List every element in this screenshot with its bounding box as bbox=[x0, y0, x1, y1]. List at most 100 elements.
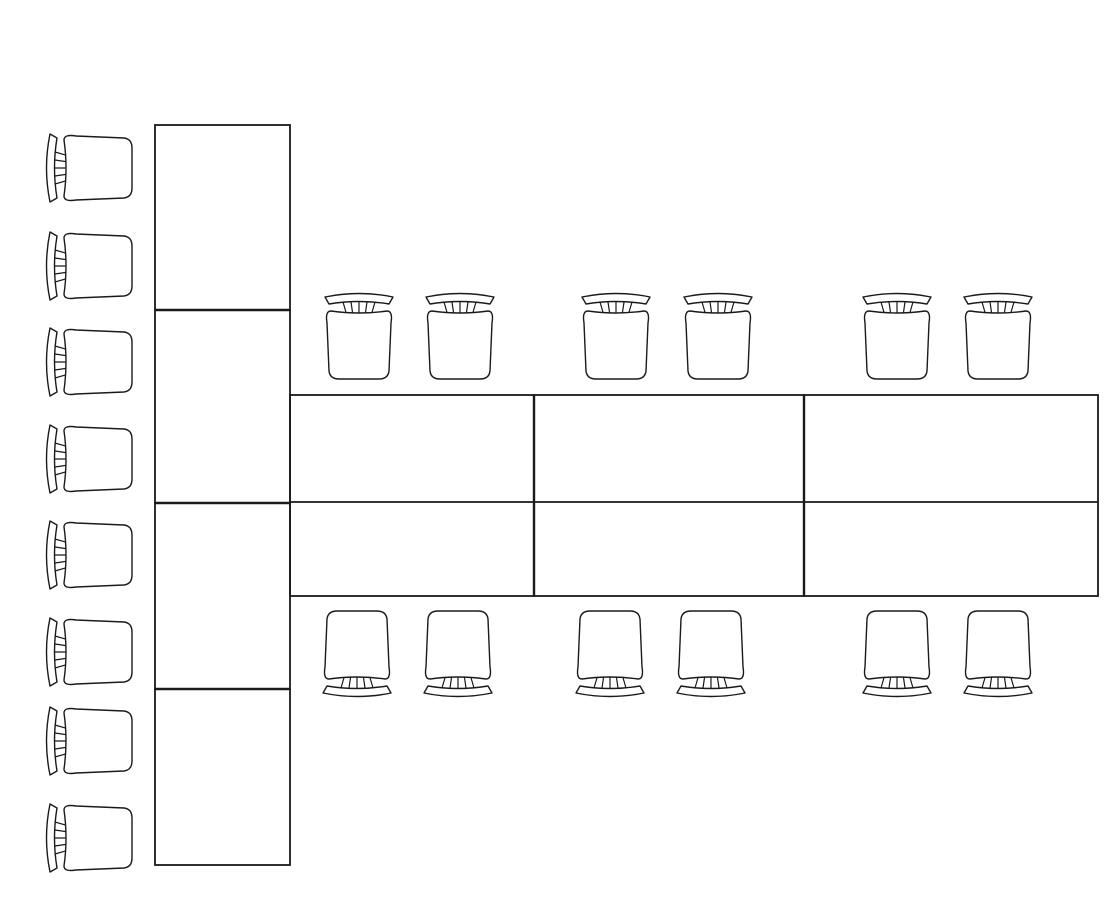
chair-icon-part bbox=[593, 676, 598, 689]
chair-icon-part bbox=[709, 301, 713, 314]
chair-icon-part bbox=[54, 271, 67, 275]
chair-icon-part bbox=[888, 676, 892, 689]
chair-icon-part bbox=[54, 450, 67, 454]
chair-icon-part bbox=[615, 676, 619, 689]
chair-bottom-6 bbox=[963, 610, 1033, 698]
chair-icon-part bbox=[1010, 676, 1015, 689]
chair-icon-part bbox=[443, 301, 448, 314]
chair-icon-part bbox=[54, 732, 67, 736]
table-left-3 bbox=[154, 502, 291, 690]
chair-icon-part bbox=[909, 676, 914, 689]
chair-icon-part bbox=[54, 442, 67, 447]
chair-icon-part bbox=[694, 676, 699, 689]
chair-icon-part bbox=[54, 374, 67, 379]
chair-icon-part bbox=[54, 278, 67, 283]
chair-icon-part bbox=[54, 180, 67, 185]
chair-left-2 bbox=[45, 231, 133, 301]
chair-icon-part bbox=[54, 843, 67, 847]
chair-top-5 bbox=[862, 292, 932, 380]
chair-icon-part bbox=[54, 471, 67, 476]
chair-icon-part bbox=[730, 301, 735, 314]
chair-bottom-1 bbox=[322, 610, 392, 698]
chair-icon-part bbox=[863, 310, 931, 380]
chair-icon-part bbox=[54, 345, 67, 350]
table-left-4 bbox=[154, 688, 291, 866]
chair-icon-part bbox=[701, 301, 706, 314]
chair-left-5 bbox=[45, 520, 133, 590]
chair-icon-part bbox=[1010, 301, 1015, 314]
table-left-1 bbox=[154, 124, 291, 311]
chair-icon-part bbox=[1003, 301, 1007, 314]
chair-icon-part bbox=[1003, 676, 1007, 689]
chair-icon-part bbox=[54, 635, 67, 640]
chair-icon-part bbox=[426, 310, 494, 380]
chair-left-8 bbox=[45, 803, 133, 873]
chair-bottom-3 bbox=[575, 610, 645, 698]
chair-left-3 bbox=[45, 327, 133, 397]
chair-icon-part bbox=[888, 301, 892, 314]
chair-icon-part bbox=[628, 301, 633, 314]
chair-icon-part bbox=[684, 310, 752, 380]
chair-top-3 bbox=[581, 292, 651, 380]
chair-icon-part bbox=[451, 301, 455, 314]
chair-icon-part bbox=[622, 676, 627, 689]
chair-icon-part bbox=[909, 301, 914, 314]
chair-icon-part bbox=[54, 538, 67, 543]
chair-icon-part bbox=[342, 301, 347, 314]
chair-icon-part bbox=[989, 676, 993, 689]
chair-icon-part bbox=[54, 821, 67, 826]
chair-bottom-2 bbox=[423, 610, 493, 698]
chair-icon-part bbox=[54, 657, 67, 661]
chair-icon-part bbox=[54, 829, 67, 833]
chair-icon-part bbox=[582, 310, 650, 380]
chair-icon-part bbox=[677, 610, 745, 680]
chair-icon-part bbox=[364, 301, 368, 314]
chair-icon-part bbox=[63, 425, 133, 493]
chair-left-6 bbox=[45, 617, 133, 687]
chair-left-4 bbox=[45, 424, 133, 494]
chair-icon-part bbox=[465, 301, 469, 314]
chair-top-1 bbox=[324, 292, 394, 380]
table-main-1 bbox=[289, 394, 535, 597]
chair-icon-part bbox=[964, 610, 1032, 680]
chair-icon-part bbox=[63, 804, 133, 872]
chair-icon-part bbox=[981, 301, 986, 314]
chair-icon-part bbox=[54, 353, 67, 357]
chair-icon-part bbox=[63, 232, 133, 300]
chair-icon-part bbox=[472, 301, 477, 314]
chair-icon-part bbox=[607, 301, 611, 314]
table-main-3 bbox=[803, 394, 1099, 597]
chair-icon-part bbox=[54, 567, 67, 572]
chair-icon-part bbox=[350, 301, 354, 314]
chair-top-6 bbox=[963, 292, 1033, 380]
chair-icon-part bbox=[702, 676, 706, 689]
chair-icon-part bbox=[424, 610, 492, 680]
chair-icon-part bbox=[54, 173, 67, 177]
chair-icon-part bbox=[981, 676, 986, 689]
chair-icon-part bbox=[63, 707, 133, 775]
chair-icon-part bbox=[54, 664, 67, 669]
chair-left-1 bbox=[45, 133, 133, 203]
chair-top-2 bbox=[425, 292, 495, 380]
chair-icon-part bbox=[54, 724, 67, 729]
chair-bottom-4 bbox=[676, 610, 746, 698]
chair-icon-part bbox=[463, 676, 467, 689]
chair-bottom-5 bbox=[862, 610, 932, 698]
chair-icon-part bbox=[54, 560, 67, 564]
chair-top-4 bbox=[683, 292, 753, 380]
chair-icon-part bbox=[63, 328, 133, 396]
tables-group bbox=[154, 124, 1099, 866]
chair-icon-part bbox=[63, 521, 133, 589]
chair-icon-part bbox=[54, 257, 67, 261]
chair-icon-part bbox=[470, 676, 475, 689]
chair-icon-part bbox=[54, 753, 67, 758]
chair-icon-part bbox=[576, 610, 644, 680]
chair-icon-part bbox=[348, 676, 352, 689]
chair-icon-part bbox=[54, 367, 67, 371]
chair-icon-part bbox=[54, 249, 67, 254]
chair-icon-part bbox=[880, 676, 885, 689]
chairs-group bbox=[45, 133, 1033, 873]
chair-icon-part bbox=[362, 676, 366, 689]
chair-icon-part bbox=[449, 676, 453, 689]
chair-icon-part bbox=[54, 464, 67, 468]
